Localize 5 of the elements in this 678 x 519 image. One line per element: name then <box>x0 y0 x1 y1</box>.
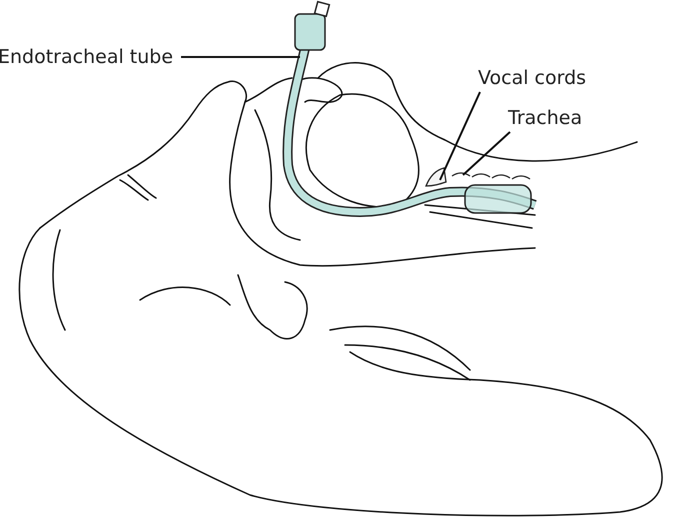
part-label: Trachea <box>508 106 582 130</box>
part-label: Endotracheal tube <box>0 45 174 69</box>
leader-line <box>181 56 300 58</box>
part-label: Vocal cords <box>478 66 586 90</box>
leader-line <box>462 131 511 176</box>
